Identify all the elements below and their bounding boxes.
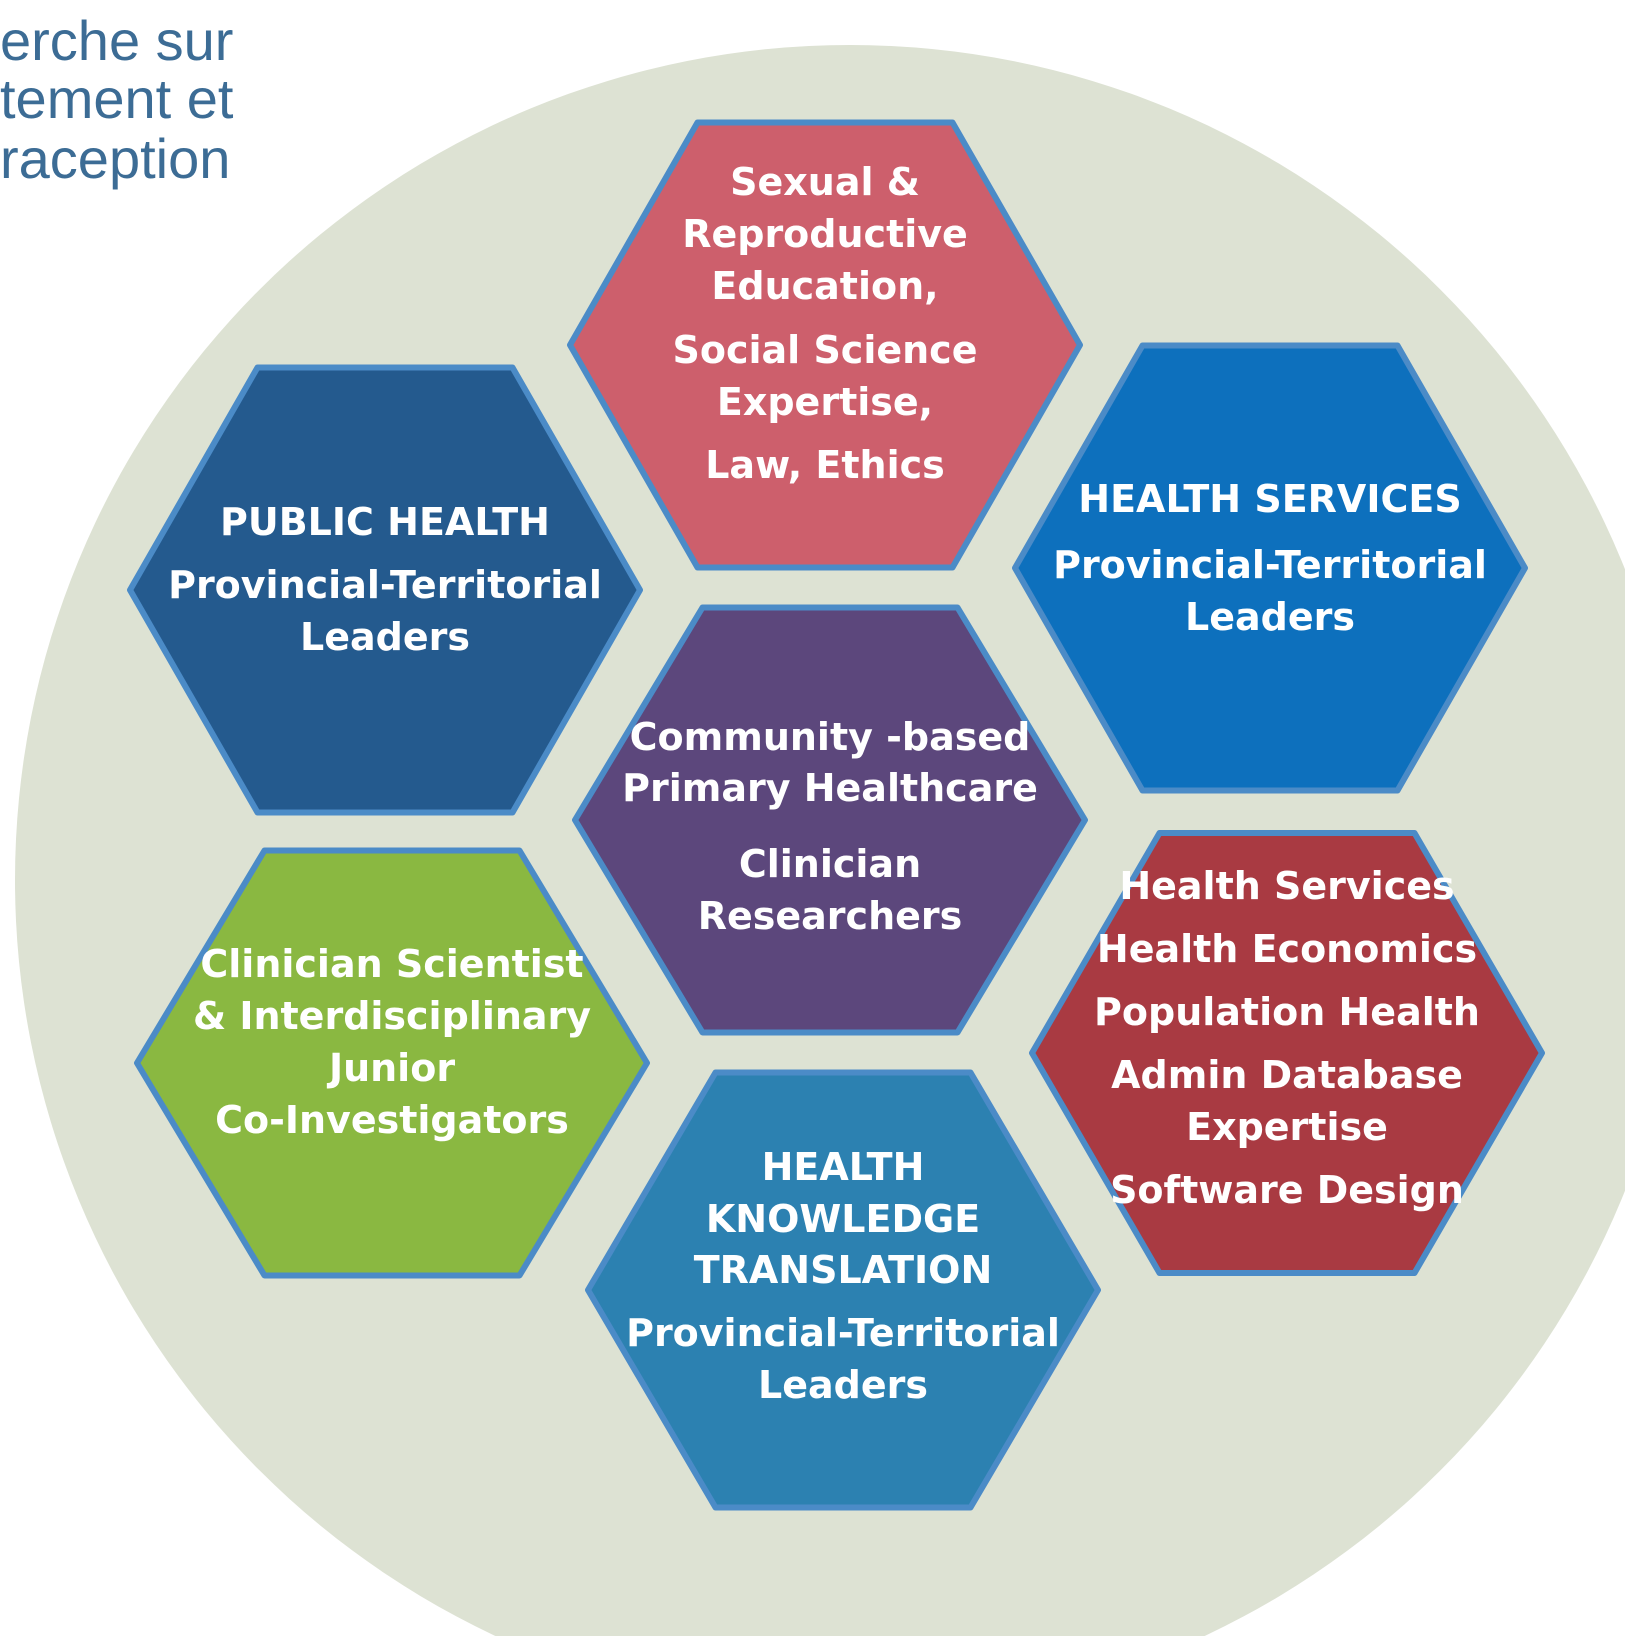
logo-line-2: tement et bbox=[0, 67, 234, 130]
hexagon-label-line: & Interdisciplinary bbox=[193, 994, 591, 1038]
hexagon-label-line: PUBLIC HEALTH bbox=[220, 500, 550, 544]
hexagon-label-line: Provincial-Territorial bbox=[626, 1311, 1060, 1355]
hexagon-label-line: KNOWLEDGE bbox=[706, 1197, 980, 1241]
hexagon-label-line: Education, bbox=[711, 264, 938, 308]
hexagon-label-line: Provincial-Territorial bbox=[168, 563, 602, 607]
hexagon-label-line: Community -based bbox=[630, 715, 1031, 759]
hexagon-label-line: Law, Ethics bbox=[705, 443, 945, 487]
hexagon-shape bbox=[1029, 830, 1545, 1276]
hexagon-label-line: Health Economics bbox=[1097, 927, 1477, 971]
hexagon-label-line: Reproductive bbox=[682, 212, 968, 256]
hexagon-label-line: Expertise, bbox=[717, 380, 933, 424]
hexagon-label-line: Sexual & bbox=[730, 160, 920, 204]
hexagon-shape bbox=[585, 1069, 1101, 1511]
hexagon-label-line: Researchers bbox=[698, 894, 963, 938]
logo-line-3: raception bbox=[0, 127, 230, 190]
hexagon-label-line: Health Services bbox=[1119, 864, 1454, 908]
hexagon-bottom: HEALTH KNOWLEDGE TRANSLATION Provincial-Ter… bbox=[585, 1069, 1101, 1511]
hexagon-left-bottom: Clinician Scientist & InterdisciplinaryJu… bbox=[134, 847, 650, 1279]
hexagon-label-line: Software Design bbox=[1110, 1168, 1464, 1212]
partial-logo-text: erche sur tement et raception bbox=[0, 9, 234, 190]
hexagon-shape bbox=[572, 604, 1088, 1036]
hexagon-label-line: Clinician bbox=[739, 842, 921, 886]
hexagon-shape bbox=[134, 847, 650, 1279]
hexagon-shape bbox=[567, 119, 1083, 571]
hexagon-label-line: Expertise bbox=[1186, 1105, 1388, 1149]
hexagon-label-line: HEALTH bbox=[762, 1145, 925, 1189]
hexagon-label-line: Leaders bbox=[300, 615, 470, 659]
hexagon-label-line: Primary Healthcare bbox=[622, 766, 1038, 810]
hexagon-label-line: HEALTH SERVICES bbox=[1078, 477, 1461, 521]
hexagon-label-line: Population Health bbox=[1094, 990, 1480, 1034]
hexagon-label-line: Provincial-Territorial bbox=[1053, 543, 1487, 587]
hexagon-left-top: PUBLIC HEALTH Provincial-TerritorialLeade… bbox=[127, 364, 643, 816]
hexagon-shape bbox=[1012, 342, 1528, 794]
hexagon-label-line: Clinician Scientist bbox=[200, 942, 583, 986]
hexagon-right-top: HEALTH SERVICES Provincial-TerritorialLea… bbox=[1012, 342, 1528, 794]
hexagon-label-line: Leaders bbox=[1185, 595, 1355, 639]
logo-line-1: erche sur bbox=[0, 9, 233, 72]
hexagon-shape bbox=[127, 364, 643, 816]
hexagon-label-line: Junior bbox=[326, 1046, 455, 1090]
hexagon-label-line: Leaders bbox=[758, 1363, 928, 1407]
hexagon-label-line: Social Science bbox=[673, 328, 978, 372]
hexagon-label-line: Admin Database bbox=[1111, 1053, 1463, 1097]
hexagon-label-line: Co-Investigators bbox=[215, 1098, 569, 1142]
hexagon-label-line: TRANSLATION bbox=[694, 1248, 993, 1292]
